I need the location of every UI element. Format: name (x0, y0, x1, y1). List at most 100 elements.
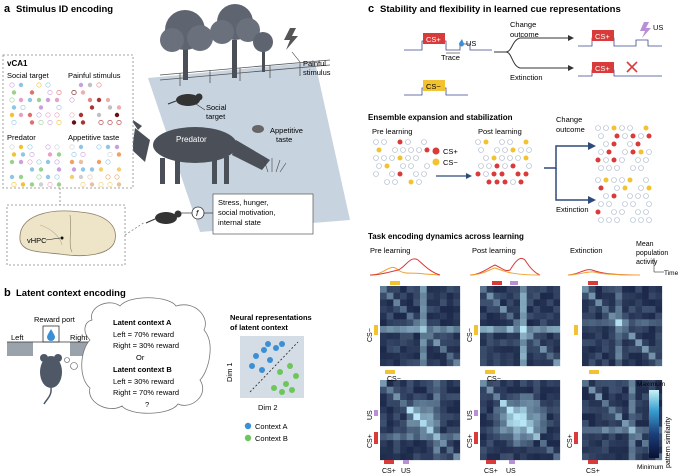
heatmap-cell (380, 352, 387, 360)
heatmap-cell (406, 312, 414, 320)
ensemble-change-dots (595, 125, 652, 171)
us-label-top: US (466, 39, 476, 48)
heatmap-cell (426, 413, 434, 421)
heatmap-cell (540, 393, 547, 401)
heatmap-cell (648, 286, 656, 293)
heatmap-cell (595, 339, 603, 347)
heatmap-cell (628, 393, 636, 401)
ensemble-empty-dot (475, 139, 481, 145)
heatmap-cell (393, 426, 401, 434)
heatmap-cell (520, 453, 527, 461)
fence (159, 59, 331, 86)
heatmap-cell (582, 386, 589, 394)
vca1-neuron-dot (56, 90, 62, 96)
vca1-neuron-dot (116, 105, 122, 110)
no-us-cross-icon (626, 61, 638, 73)
heatmap-cell (635, 292, 643, 300)
heatmap-cell (393, 312, 401, 320)
hm-row2-csp-xlabel-3: CS+ (586, 468, 600, 475)
heatmap-cell (480, 306, 487, 313)
heatmap-cell (628, 386, 636, 394)
heatmap-cell (628, 380, 636, 387)
colorbar (649, 390, 659, 458)
heatmap-cell (533, 413, 541, 421)
heatmap-cell (413, 400, 421, 407)
heatmap-cell (582, 359, 589, 367)
shock-icon (640, 22, 651, 38)
vca1-neuron-dot (29, 167, 35, 172)
hm-row2-csp-ylabel-2: CS+ (467, 434, 474, 448)
heatmap-cell (480, 319, 487, 327)
heatmap-cell (380, 400, 387, 407)
heatmap-cell (635, 393, 643, 401)
heatmap-cell (635, 426, 643, 434)
heatmap-cell (582, 346, 589, 353)
heatmap-cell (622, 332, 629, 340)
ensemble-csp-dot (424, 147, 430, 153)
ensemble-csp-dot (494, 163, 500, 169)
ensemble-empty-dot (389, 155, 395, 161)
heatmap-cell (453, 339, 461, 347)
vca1-neuron-dot (20, 152, 26, 157)
heatmap-cell (540, 380, 547, 387)
heatmap-cell (602, 326, 609, 333)
heatmap-cell (628, 426, 636, 434)
heatmap-cell (493, 453, 501, 461)
vca1-neuron-dot (87, 82, 93, 88)
heatmap-cell (595, 292, 603, 300)
heatmap-cell (513, 393, 521, 401)
heatmap-cell (588, 286, 596, 293)
heatmap-cell (655, 359, 663, 367)
heatmap-cell (588, 299, 596, 307)
heatmap-cell (393, 359, 401, 367)
heatmap-cell (526, 426, 534, 434)
heatmap-cell (400, 306, 407, 313)
heatmap-cell (426, 380, 434, 387)
trace-label: Trace (441, 53, 460, 62)
heatmap-cell (635, 299, 643, 307)
vca1-neuron-dot (89, 182, 95, 187)
heatmap-cell (546, 406, 554, 414)
vca1-neuron-dot (18, 159, 24, 165)
vca1-neuron-dot (114, 174, 120, 180)
context-a-dot (253, 353, 259, 359)
heatmap-cell (648, 312, 656, 320)
heatmap-cell (540, 319, 547, 327)
heatmap-cell (406, 386, 414, 394)
heatmap-cell (642, 306, 649, 313)
task-title: Task encoding dynamics across learning (368, 232, 524, 241)
heatmap-cell (588, 332, 596, 340)
ensemble-post-dots (475, 139, 532, 185)
heatmap-cell (608, 446, 616, 454)
heatmap-cell (642, 286, 649, 293)
heatmap-cell (506, 319, 514, 327)
heatmap-cell (546, 386, 554, 394)
vca1-neuron-dot (78, 112, 84, 118)
csp-trace-diagram: CS+ US Trace (404, 33, 492, 62)
heatmap-cell (380, 380, 387, 387)
heatmap-cell (413, 406, 421, 414)
heatmap-cell (628, 299, 636, 307)
heatmap-cell (386, 440, 394, 447)
heatmap-cell (433, 339, 441, 347)
heatmap-cell (480, 440, 487, 447)
heatmap-cell (393, 352, 401, 360)
context-a-dot (261, 347, 267, 353)
heatmap-cell (440, 433, 447, 441)
heatmap-cell (420, 433, 427, 441)
heatmap-cell (393, 299, 401, 307)
vca1-neuron-dot (29, 182, 35, 187)
heatmap-cell (486, 339, 494, 347)
vca1-neuron-dot (36, 112, 42, 118)
heatmap-cell (420, 380, 427, 387)
heatmap-cell (622, 339, 629, 347)
heatmap-cell (420, 292, 427, 300)
heatmap-cell (520, 426, 527, 434)
latent-scatter-dots (249, 341, 299, 395)
heatmap-cell (546, 400, 554, 407)
heatmap-cell (526, 319, 534, 327)
heatmap-cell (393, 400, 401, 407)
grass (263, 158, 287, 173)
vca1-neuron-dot (56, 167, 62, 172)
